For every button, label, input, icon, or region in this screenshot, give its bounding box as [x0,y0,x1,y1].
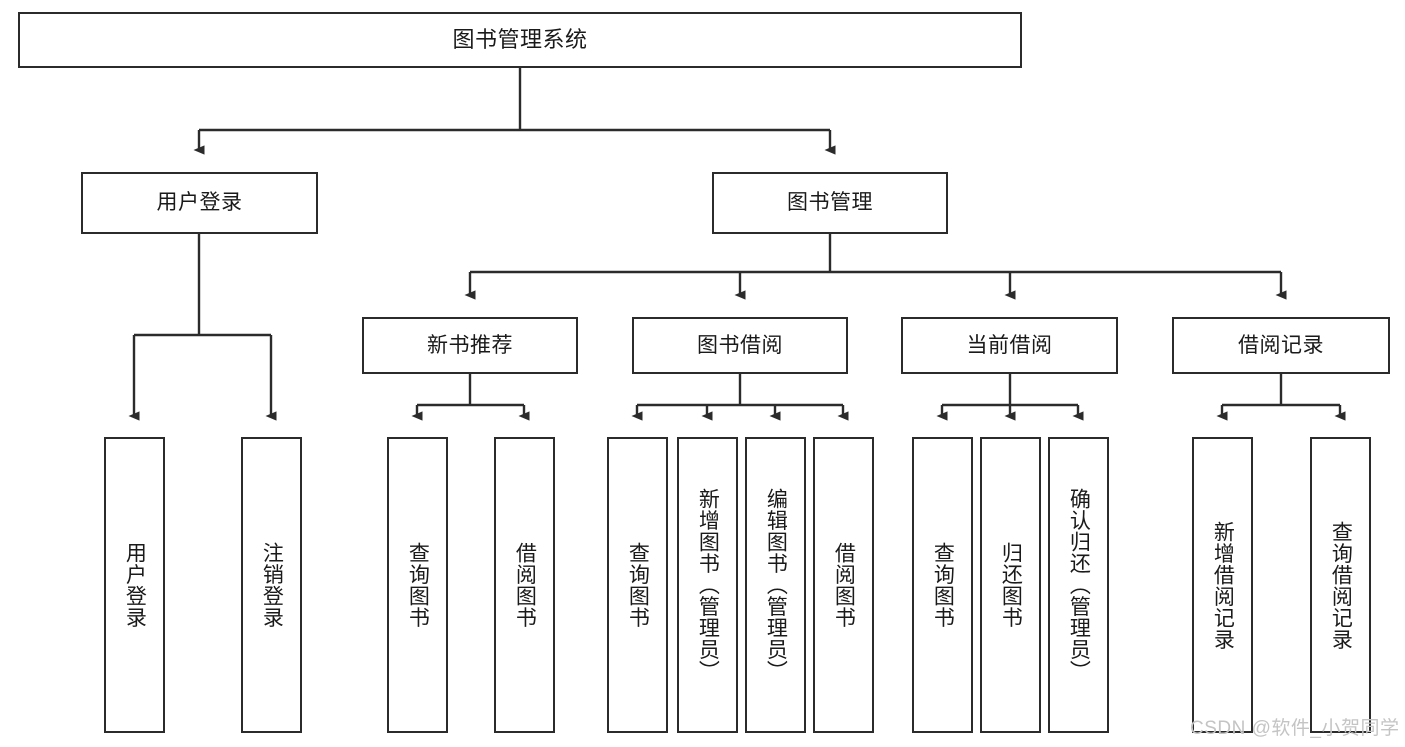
csdn-watermark: CSDN @软件_小贺同学 [1190,718,1400,739]
leaf-book-borrow-add[interactable]: 新增图书（管理员） [677,437,738,733]
node-current-borrow[interactable]: 当前借阅 [901,317,1118,374]
leaf-user-login-signout[interactable]: 注销登录 [241,437,302,733]
node-borrow-record[interactable]: 借阅记录 [1172,317,1390,374]
leaf-book-borrow-query[interactable]: 查询图书 [607,437,668,733]
node-book-management[interactable]: 图书管理 [712,172,948,234]
leaf-new-book-query[interactable]: 查询图书 [387,437,448,733]
node-new-book-recommend[interactable]: 新书推荐 [362,317,578,374]
leaf-book-borrow-lend[interactable]: 借阅图书 [813,437,874,733]
leaf-new-book-borrow[interactable]: 借阅图书 [494,437,555,733]
node-root[interactable]: 图书管理系统 [18,12,1022,68]
leaf-borrow-record-add[interactable]: 新增借阅记录 [1192,437,1253,733]
leaf-user-login-signin[interactable]: 用户登录 [104,437,165,733]
node-book-borrow[interactable]: 图书借阅 [632,317,848,374]
leaf-book-borrow-edit[interactable]: 编辑图书（管理员） [745,437,806,733]
leaf-current-borrow-return[interactable]: 归还图书 [980,437,1041,733]
leaf-current-borrow-confirm-return[interactable]: 确认归还（管理员） [1048,437,1109,733]
leaf-current-borrow-query[interactable]: 查询图书 [912,437,973,733]
node-user-login[interactable]: 用户登录 [81,172,318,234]
leaf-borrow-record-query[interactable]: 查询借阅记录 [1310,437,1371,733]
